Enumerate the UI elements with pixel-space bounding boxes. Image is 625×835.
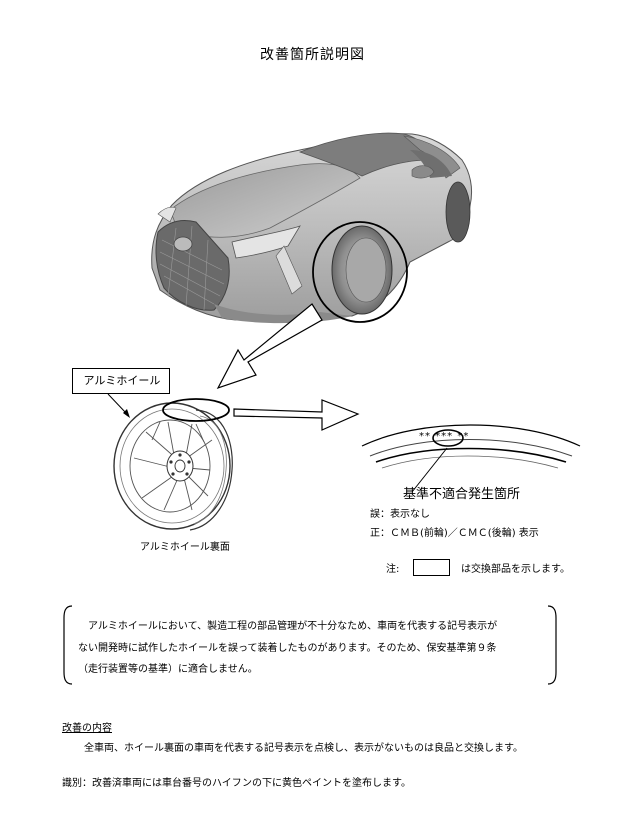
rim-closeup xyxy=(361,424,581,493)
defect-description: アルミホイールにおいて、製造工程の部品管理が不十分なため、車両を代表する記号表示… xyxy=(78,616,548,681)
wheel-label: アルミホイール xyxy=(83,374,161,387)
arrow-to-marking xyxy=(233,399,360,431)
car-illustration xyxy=(151,132,473,324)
marking-pattern: ** *** ** xyxy=(419,431,470,442)
description-line: （走行装置等の基準）に適合しません。 xyxy=(78,664,258,675)
marking-highlight-ellipse xyxy=(432,429,464,447)
wheel-back-caption: アルミホイール裏面 xyxy=(140,542,230,553)
arrow-to-wheel xyxy=(216,303,323,390)
description-line: アルミホイールにおいて、製造工程の部品管理が不十分なため、車両を代表する記号表示… xyxy=(78,621,498,632)
improvement-heading: 改善の内容 xyxy=(62,723,112,734)
improvement-text: 全車両、ホイール裏面の車両を代表する記号表示を点検し、表示がないものは良品と交換… xyxy=(84,743,523,754)
note-label: 注: xyxy=(386,564,400,575)
replacement-part-legend-box xyxy=(413,559,450,576)
page-title: 改善箇所説明図 xyxy=(260,47,365,63)
wheel-label-box: アルミホイール xyxy=(72,368,170,394)
nonconformity-location-title: 基準不適合発生箇所 xyxy=(403,487,521,502)
correct-marking-text: 正：ＣＭＢ(前輪)／ＣＭＣ(後輪) 表示 xyxy=(370,528,539,539)
description-line: ない開発時に試作したホイールを誤って装着したものがあります。そのため、保安基準第… xyxy=(78,642,497,654)
wrong-marking-text: 誤：表示なし xyxy=(370,509,430,520)
marking-location-circle xyxy=(162,398,230,422)
label-pointer-line xyxy=(107,393,127,414)
alloy-wheel-illustration xyxy=(113,398,233,531)
wheel-highlight-circle xyxy=(312,221,408,323)
identification-text: 識別：改善済車両には車台番号のハイフンの下に黄色ペイントを塗布します。 xyxy=(62,778,411,789)
description-brackets xyxy=(63,605,557,685)
note-text: は交換部品を示します。 xyxy=(461,564,570,575)
